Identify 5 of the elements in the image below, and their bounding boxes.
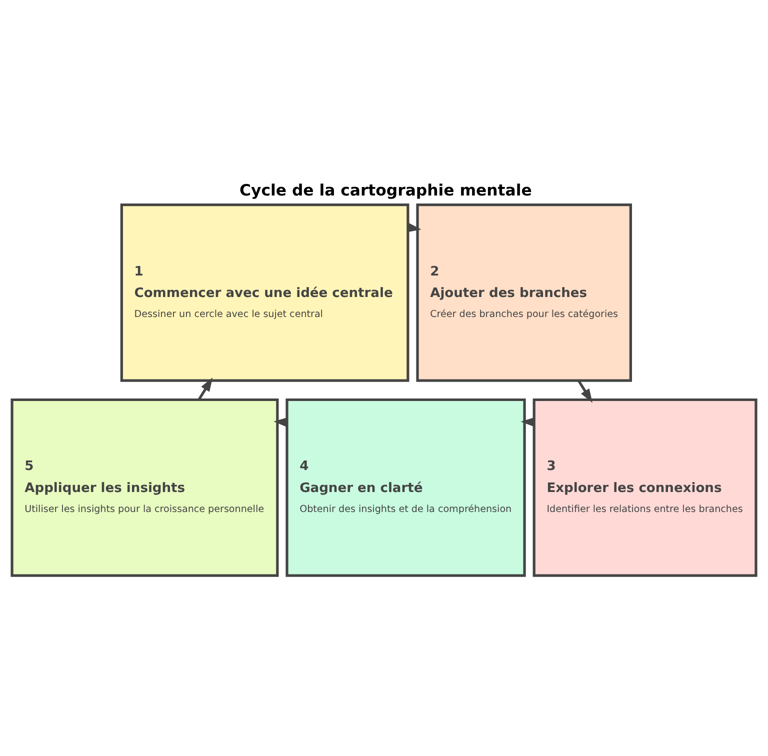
arrow (578, 380, 592, 403)
diagram-title: Cycle de la cartographie mentale (240, 180, 532, 200)
arrow (198, 378, 213, 400)
node-box: 5 Appliquer les insights Utiliser les insights pour la croissance personnelle (10, 398, 279, 577)
node-box: 2 Ajouter des branches Créer des branches pour les catégories (416, 204, 632, 382)
